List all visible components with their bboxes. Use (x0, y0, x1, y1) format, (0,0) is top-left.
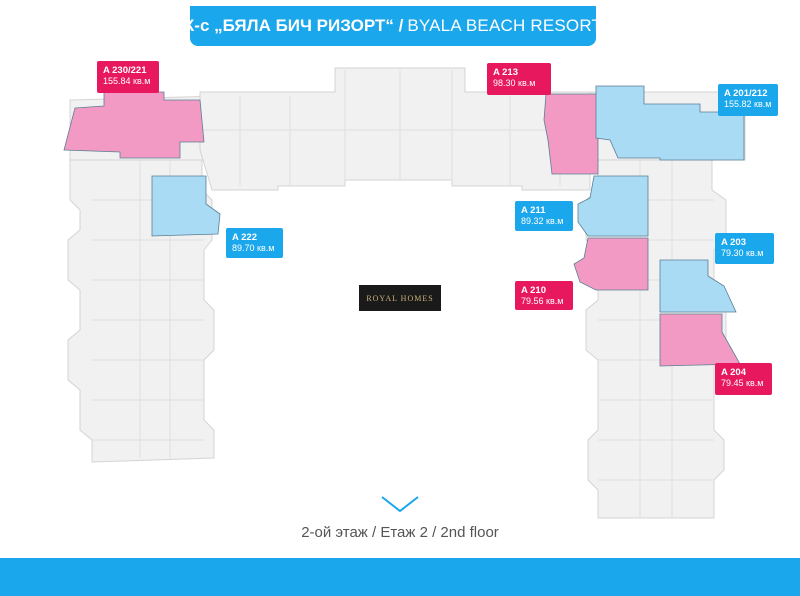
unit-code: A 210 (521, 285, 546, 296)
unit-area: 155.84 кв.м (103, 76, 151, 86)
floor-label: 2-ой этаж / Етаж 2 / 2nd floor (301, 524, 499, 541)
unit-label-a201-212[interactable]: A 201/212 155.82 кв.м (718, 84, 778, 116)
unit-code: A 211 (521, 205, 546, 216)
chevron-down-icon[interactable] (380, 494, 420, 514)
unit-label-a211[interactable]: A 211 89.32 кв.м (515, 201, 573, 231)
unit-a203-shape (659, 259, 737, 313)
unit-code: A 204 (721, 367, 746, 378)
unit-a204-shape (659, 313, 741, 367)
page-title: К-с „БЯЛА БИЧ РИЗОРТ“ / BYALA BEACH RESO… (184, 6, 602, 46)
unit-a211-shape (577, 175, 649, 237)
unit-code: A 213 (493, 67, 518, 78)
unit-code: A 222 (232, 232, 257, 243)
unit-a210-shape (573, 237, 649, 291)
unit-a222-shape (151, 175, 221, 237)
unit-area: 79.45 кв.м (721, 378, 764, 388)
unit-area: 89.32 кв.м (521, 216, 564, 226)
unit-area: 79.56 кв.м (521, 296, 564, 306)
royal-homes-logo: ROYAL HOMES (359, 285, 441, 311)
unit-label-a230-221[interactable]: A 230/221 155.84 кв.м (97, 61, 159, 93)
unit-code: A 230/221 (103, 65, 147, 76)
unit-area: 155.82 кв.м (724, 99, 772, 109)
unit-label-a203[interactable]: A 203 79.30 кв.м (715, 233, 774, 264)
unit-label-a213[interactable]: A 213 98.30 кв.м (487, 63, 551, 95)
unit-code: A 203 (721, 237, 746, 248)
unit-label-a210[interactable]: A 210 79.56 кв.м (515, 281, 573, 310)
logo-text: ROYAL HOMES (366, 293, 434, 303)
unit-area: 79.30 кв.м (721, 248, 764, 258)
unit-area: 98.30 кв.м (493, 78, 536, 88)
unit-label-a204[interactable]: A 204 79.45 кв.м (715, 363, 772, 395)
unit-code: A 201/212 (724, 88, 768, 99)
title-light: BYALA BEACH RESORT (407, 16, 603, 35)
unit-a213-shape (543, 93, 599, 175)
unit-area: 89.70 кв.м (232, 243, 275, 253)
unit-a201-212-shape (595, 85, 745, 161)
unit-label-a222[interactable]: A 222 89.70 кв.м (226, 228, 283, 258)
footer-bar (0, 558, 800, 596)
title-bold: К-с „БЯЛА БИЧ РИЗОРТ“ / (183, 16, 404, 35)
central-block (199, 67, 591, 191)
